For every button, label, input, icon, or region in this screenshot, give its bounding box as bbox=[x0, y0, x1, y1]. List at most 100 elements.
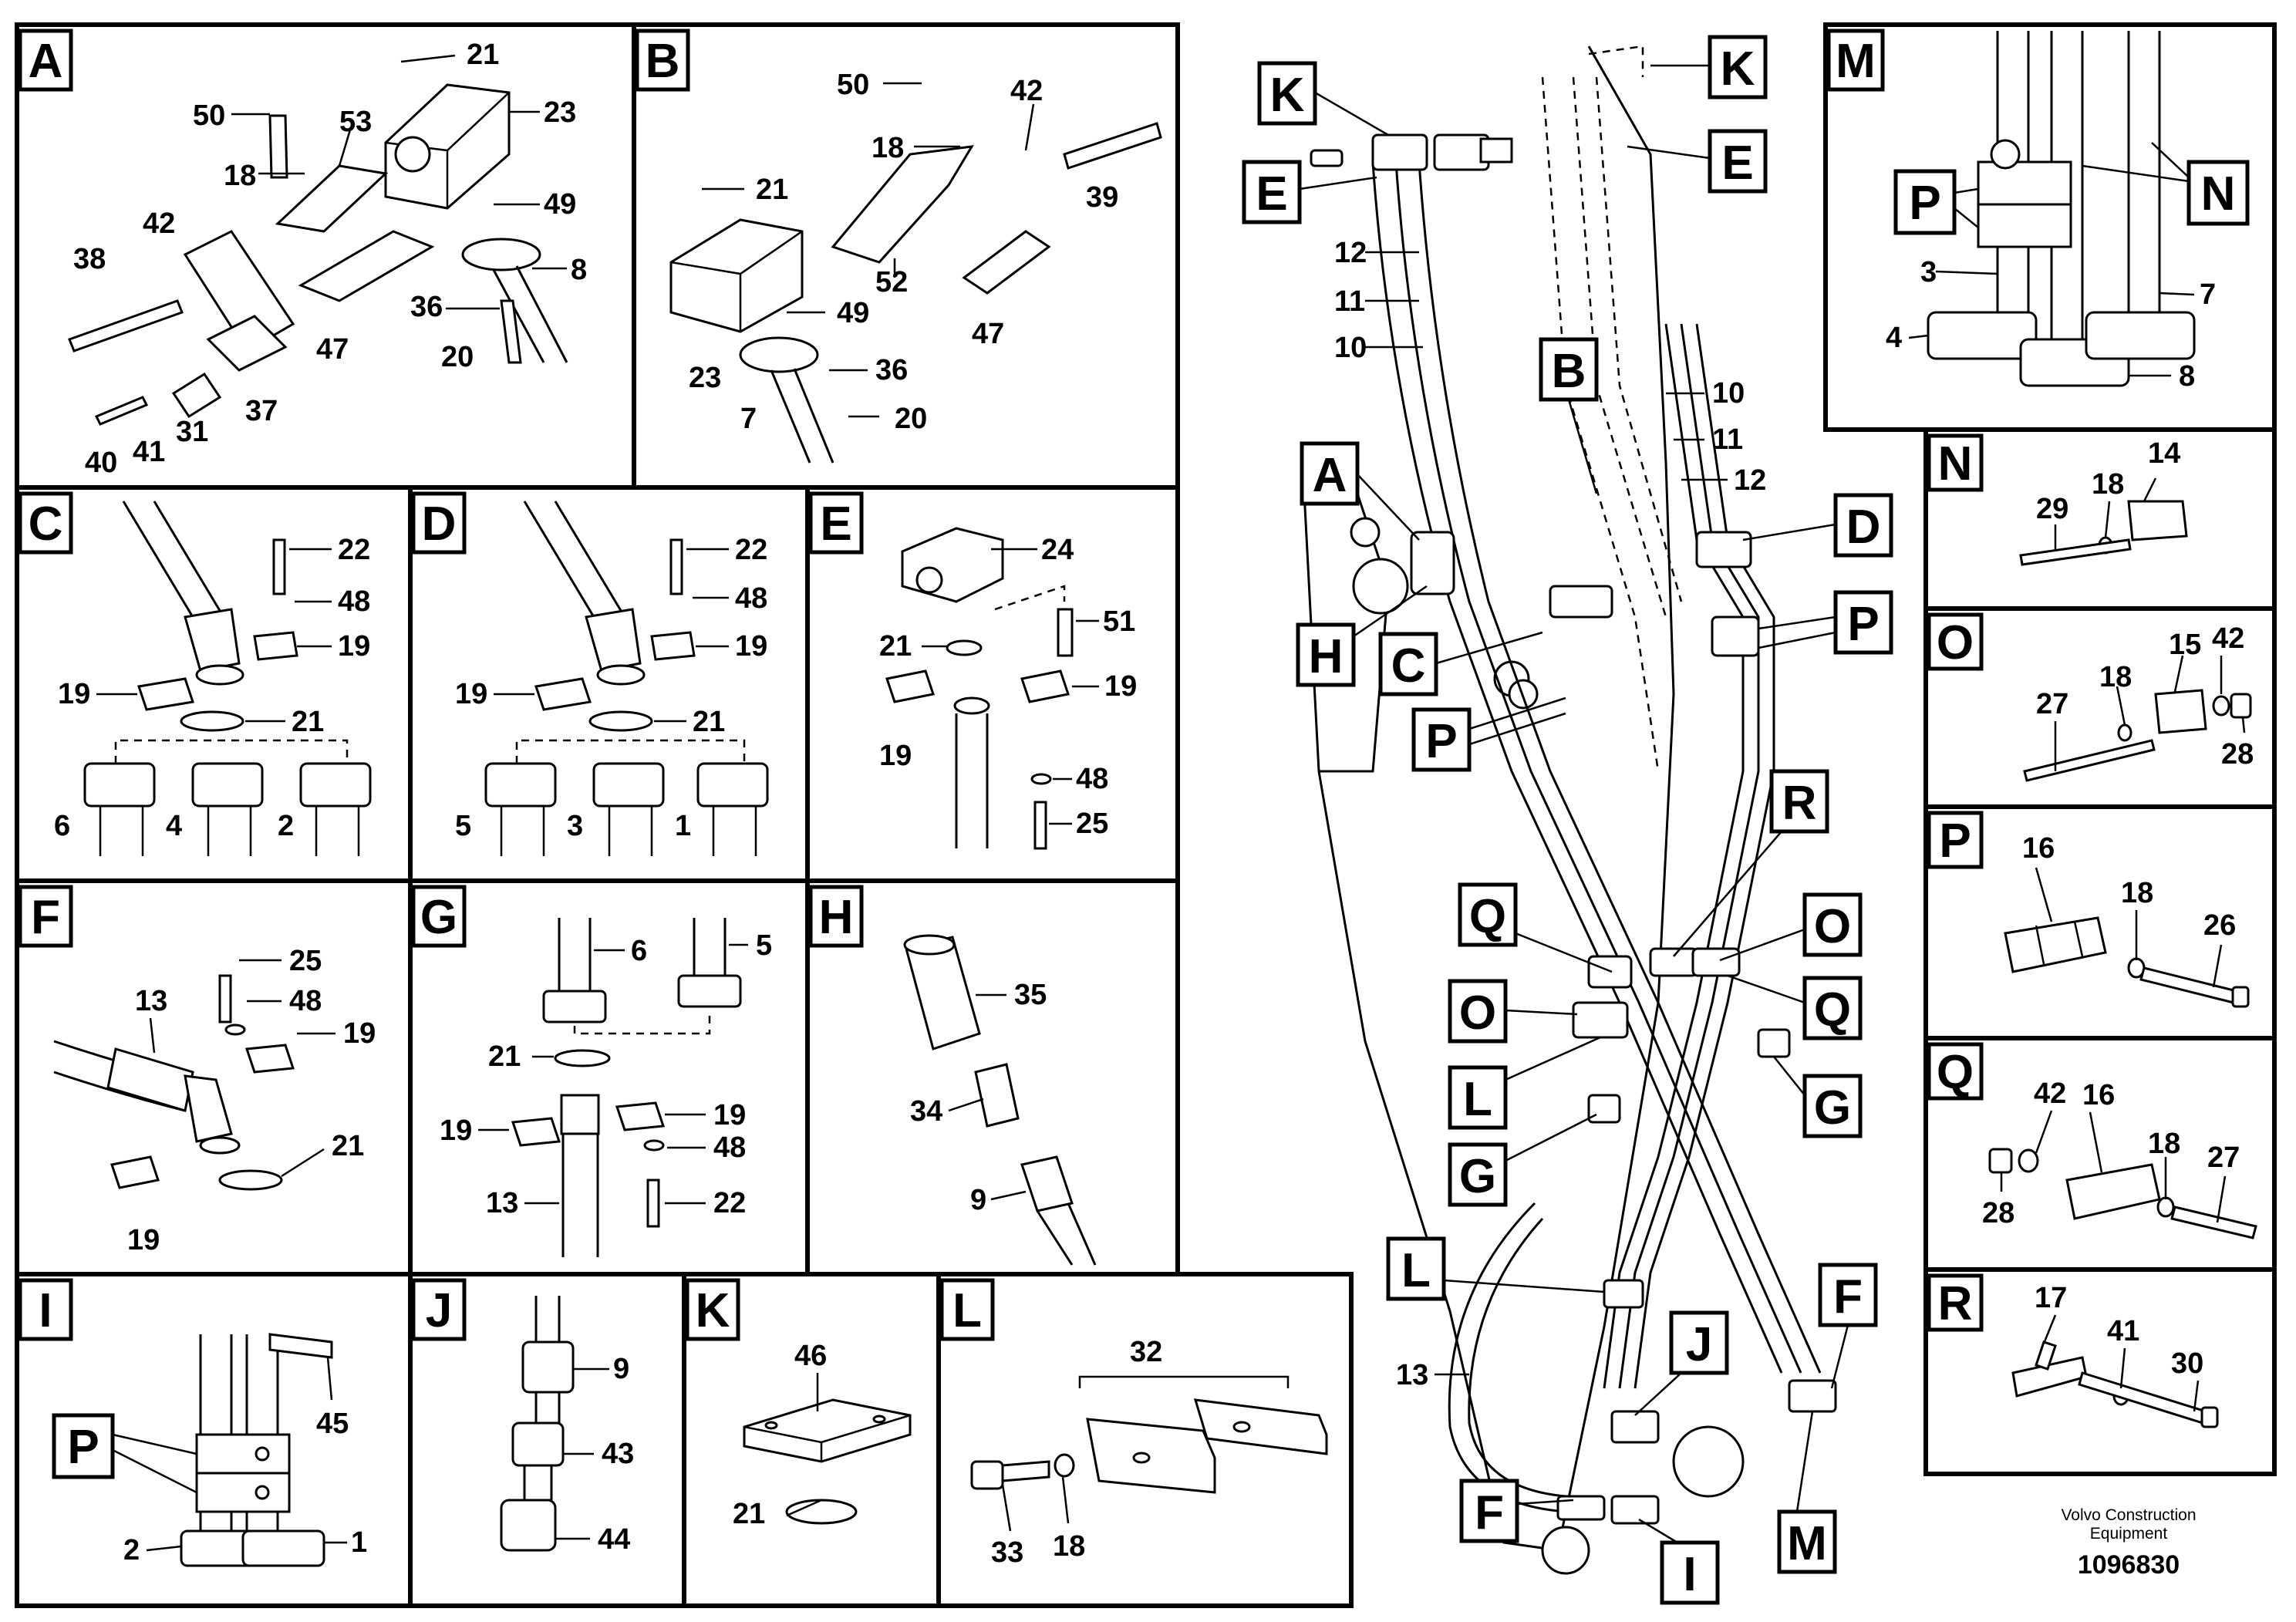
callout-a-49: 49 bbox=[544, 188, 576, 221]
main-label-10-left: 10 bbox=[1334, 332, 1367, 364]
callout-g-6: 6 bbox=[631, 935, 647, 967]
callout-c-48: 48 bbox=[338, 585, 370, 618]
panel-m-callout-p-box bbox=[1893, 169, 1957, 235]
panel-m-label-box bbox=[1826, 29, 1885, 92]
main-callout-o-1-box bbox=[1802, 892, 1863, 957]
callout-b-23: 23 bbox=[689, 362, 721, 394]
callout-q-28: 28 bbox=[1982, 1197, 2014, 1229]
panel-q: Q 42 16 18 27 28 bbox=[1927, 1042, 2257, 1239]
callout-q-18: 18 bbox=[2148, 1128, 2180, 1160]
callout-h-35: 35 bbox=[1014, 979, 1047, 1011]
callout-b-50: 50 bbox=[837, 69, 869, 101]
panel-r-label-box bbox=[1927, 1273, 1984, 1332]
callout-d-3: 3 bbox=[567, 810, 583, 842]
main-callout-o-1: O bbox=[1814, 900, 1851, 953]
callout-o-42: 42 bbox=[2212, 622, 2244, 655]
main-callout-i-box bbox=[1660, 1540, 1720, 1605]
panel-a: A 21 23 50 53 bbox=[18, 29, 587, 479]
panel-b-callouts: 50 42 18 39 21 52 49 47 23 36 7 20 bbox=[689, 69, 1118, 435]
callout-g-13: 13 bbox=[486, 1187, 518, 1219]
callout-e-25: 25 bbox=[1076, 808, 1108, 840]
main-callout-k-2-box bbox=[1708, 35, 1768, 99]
callout-a-47: 47 bbox=[316, 333, 349, 366]
main-label-13: 13 bbox=[1396, 1359, 1428, 1391]
callout-e-19a: 19 bbox=[1104, 670, 1137, 703]
callout-b-7: 7 bbox=[740, 403, 757, 435]
panel-k-label-box bbox=[685, 1278, 740, 1341]
main-callout-k-1: K bbox=[1270, 69, 1305, 122]
callout-c-19a: 19 bbox=[338, 630, 370, 663]
callout-h-9: 9 bbox=[970, 1184, 986, 1216]
main-callout-q-1-box bbox=[1458, 882, 1518, 947]
panel-j-label-box bbox=[411, 1278, 467, 1341]
callout-b-52: 52 bbox=[875, 266, 908, 298]
callout-l-18: 18 bbox=[1053, 1530, 1085, 1563]
panel-e: E 24 51 21 19 19 48 25 bbox=[808, 491, 1137, 850]
main-callout-q-2-box bbox=[1802, 976, 1863, 1040]
panel-n: N 14 29 18 bbox=[1927, 433, 2188, 566]
panel-p-label-box bbox=[1927, 811, 1984, 869]
callout-l-33: 33 bbox=[991, 1536, 1023, 1569]
main-callout-k-2: K bbox=[1721, 42, 1755, 96]
panel-h-callouts: 35 34 9 bbox=[910, 979, 1047, 1216]
callout-b-21: 21 bbox=[756, 174, 788, 206]
panel-p-label: P bbox=[1939, 814, 1971, 868]
panel-i-callout-p-box bbox=[52, 1413, 115, 1479]
main-callout-g-1-box bbox=[1802, 1074, 1863, 1138]
callout-r-41: 41 bbox=[2107, 1315, 2139, 1347]
callout-a-18: 18 bbox=[224, 160, 256, 192]
panel-b: B 50 42 18 39 21 52 49 47 23 36 7 bbox=[635, 29, 1162, 464]
callout-g-19a: 19 bbox=[713, 1099, 746, 1131]
callout-d-19b: 19 bbox=[455, 678, 487, 710]
callout-n-14: 14 bbox=[2148, 437, 2180, 470]
panel-p: P 16 18 26 bbox=[1927, 811, 2250, 1008]
callout-b-18: 18 bbox=[872, 132, 904, 164]
main-callout-k-1-box bbox=[1257, 61, 1317, 126]
callout-f-13: 13 bbox=[135, 985, 167, 1017]
panel-r: R 17 41 30 bbox=[1927, 1273, 2219, 1428]
panel-m: M P N 3 7 4 8 bbox=[1826, 29, 2250, 393]
main-hose-labels: 12 11 10 10 11 12 13 bbox=[1334, 237, 1766, 1391]
valve-block bbox=[384, 83, 511, 210]
panel-q-label: Q bbox=[1937, 1046, 1974, 1099]
main-callout-l-2-box bbox=[1386, 1236, 1446, 1301]
callout-q-16: 16 bbox=[2082, 1079, 2115, 1111]
company-name-line2: Equipment bbox=[2090, 1525, 2168, 1543]
panel-g-callouts: 6 5 21 19 19 48 13 22 bbox=[440, 929, 772, 1219]
panel-b-label-box bbox=[635, 29, 690, 92]
callout-j-9: 9 bbox=[613, 1353, 629, 1385]
main-callout-l-1: L bbox=[1463, 1073, 1492, 1126]
callout-m-8: 8 bbox=[2179, 360, 2195, 393]
panel-i: I P 45 2 1 bbox=[18, 1278, 367, 1567]
callout-a-8: 8 bbox=[571, 254, 587, 286]
document-number: 1096830 bbox=[2078, 1550, 2180, 1580]
callout-g-22: 22 bbox=[713, 1187, 746, 1219]
main-callout-l-1-box bbox=[1448, 1065, 1508, 1130]
panel-i-label: I bbox=[39, 1284, 52, 1337]
callout-o-27: 27 bbox=[2036, 688, 2068, 720]
panel-i-callout-p: P bbox=[67, 1421, 99, 1474]
main-callout-q-2: Q bbox=[1814, 983, 1851, 1037]
callout-i-2: 2 bbox=[123, 1534, 140, 1566]
callout-j-44: 44 bbox=[598, 1523, 630, 1556]
callout-d-48: 48 bbox=[735, 582, 767, 615]
main-callout-g-1: G bbox=[1814, 1081, 1851, 1135]
callout-b-20: 20 bbox=[895, 403, 927, 435]
panel-h-label-box bbox=[808, 885, 864, 948]
panel-e-label: E bbox=[820, 497, 851, 551]
panel-g-label: G bbox=[420, 891, 457, 944]
callout-d-22: 22 bbox=[735, 534, 767, 566]
main-callout-a-box bbox=[1300, 441, 1360, 506]
callout-d-21: 21 bbox=[693, 706, 725, 738]
callout-e-21: 21 bbox=[879, 630, 912, 663]
company-name-line1: Volvo Construction bbox=[2061, 1506, 2196, 1524]
panel-c-label: C bbox=[29, 497, 63, 551]
callout-r-17: 17 bbox=[2035, 1282, 2067, 1314]
callout-b-47: 47 bbox=[972, 318, 1004, 350]
panel-j-callouts: 9 43 44 bbox=[555, 1353, 634, 1556]
panel-e-callouts: 24 51 21 19 19 48 25 bbox=[879, 534, 1137, 840]
panel-a-callouts: 21 23 50 53 18 49 8 38 42 47 36 20 40 41… bbox=[73, 39, 587, 479]
panel-g-label-box bbox=[411, 885, 467, 948]
main-callout-c-box bbox=[1378, 632, 1438, 696]
panel-n-callouts: 14 29 18 bbox=[2036, 437, 2180, 549]
